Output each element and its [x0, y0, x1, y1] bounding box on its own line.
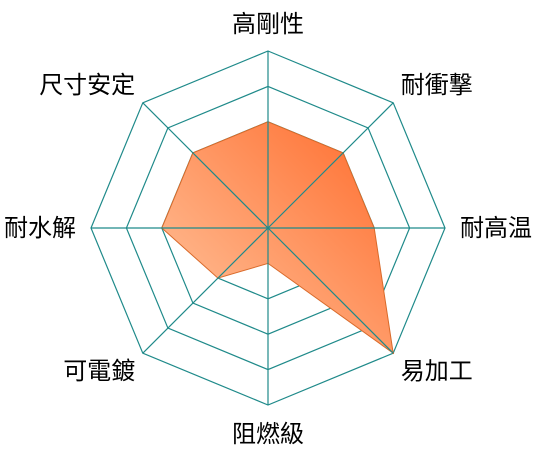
- axis-label-5: 阻燃級: [232, 420, 304, 448]
- axis-label-8: 尺寸安定: [39, 71, 135, 99]
- radar-spoke-6: [142, 227, 269, 354]
- radar-spokes: [91, 51, 445, 405]
- axis-label-7: 耐水解: [4, 214, 76, 242]
- axis-label-4: 易加工: [401, 357, 473, 385]
- radar-spoke-4: [267, 227, 394, 354]
- axis-label-3: 耐高温: [460, 214, 532, 242]
- axis-label-2: 耐衝撃: [401, 71, 473, 99]
- axis-label-6: 可電鍍: [63, 357, 135, 385]
- axis-label-1: 高剛性: [232, 10, 304, 38]
- radar-spoke-8: [142, 102, 269, 229]
- radar-spoke-2: [267, 102, 394, 229]
